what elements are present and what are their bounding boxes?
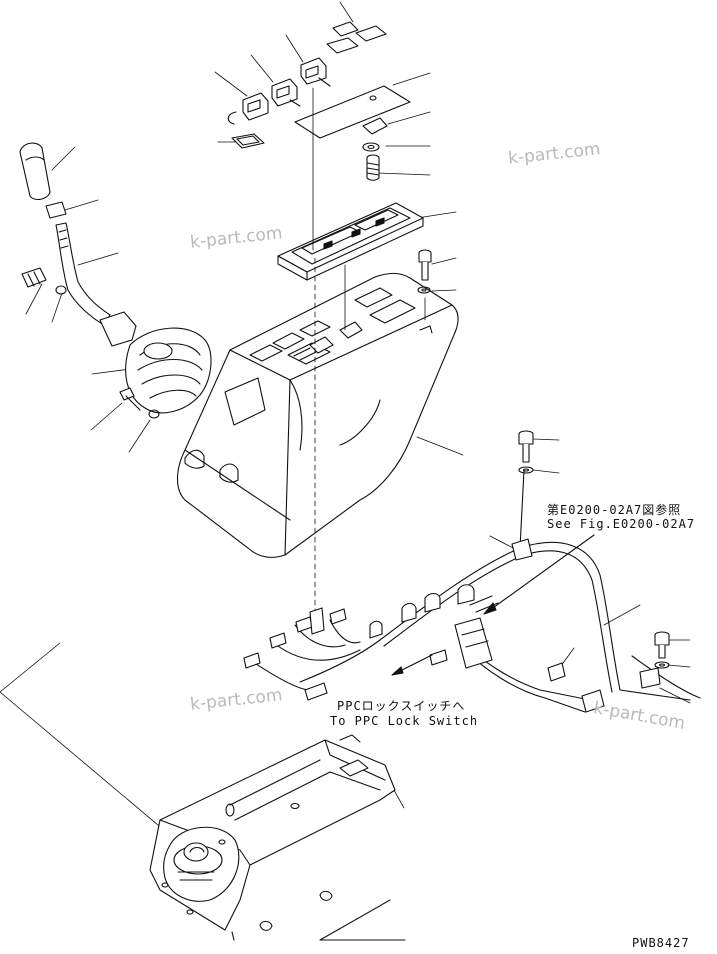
leader-lines <box>0 1 691 853</box>
bracket-assembly <box>149 734 406 941</box>
guide-lines <box>312 87 426 611</box>
ref-arrows <box>391 534 595 676</box>
bolts <box>417 249 670 669</box>
drawing-number: PWB8427 <box>632 936 690 950</box>
console-box <box>176 272 459 558</box>
reference-label-jp: 第E0200-02A7図参照 <box>547 503 682 517</box>
switch-parts <box>227 21 411 181</box>
ppc-lock-switch-label-en: To PPC Lock Switch <box>330 714 479 728</box>
ppc-lock-switch-label-jp: PPCロックスイッチへ <box>337 699 466 713</box>
lever-assembly <box>19 142 212 419</box>
cover-plate <box>277 202 424 281</box>
reference-label-en: See Fig.E0200-02A7 <box>547 517 696 531</box>
wiring-harness <box>243 469 701 713</box>
